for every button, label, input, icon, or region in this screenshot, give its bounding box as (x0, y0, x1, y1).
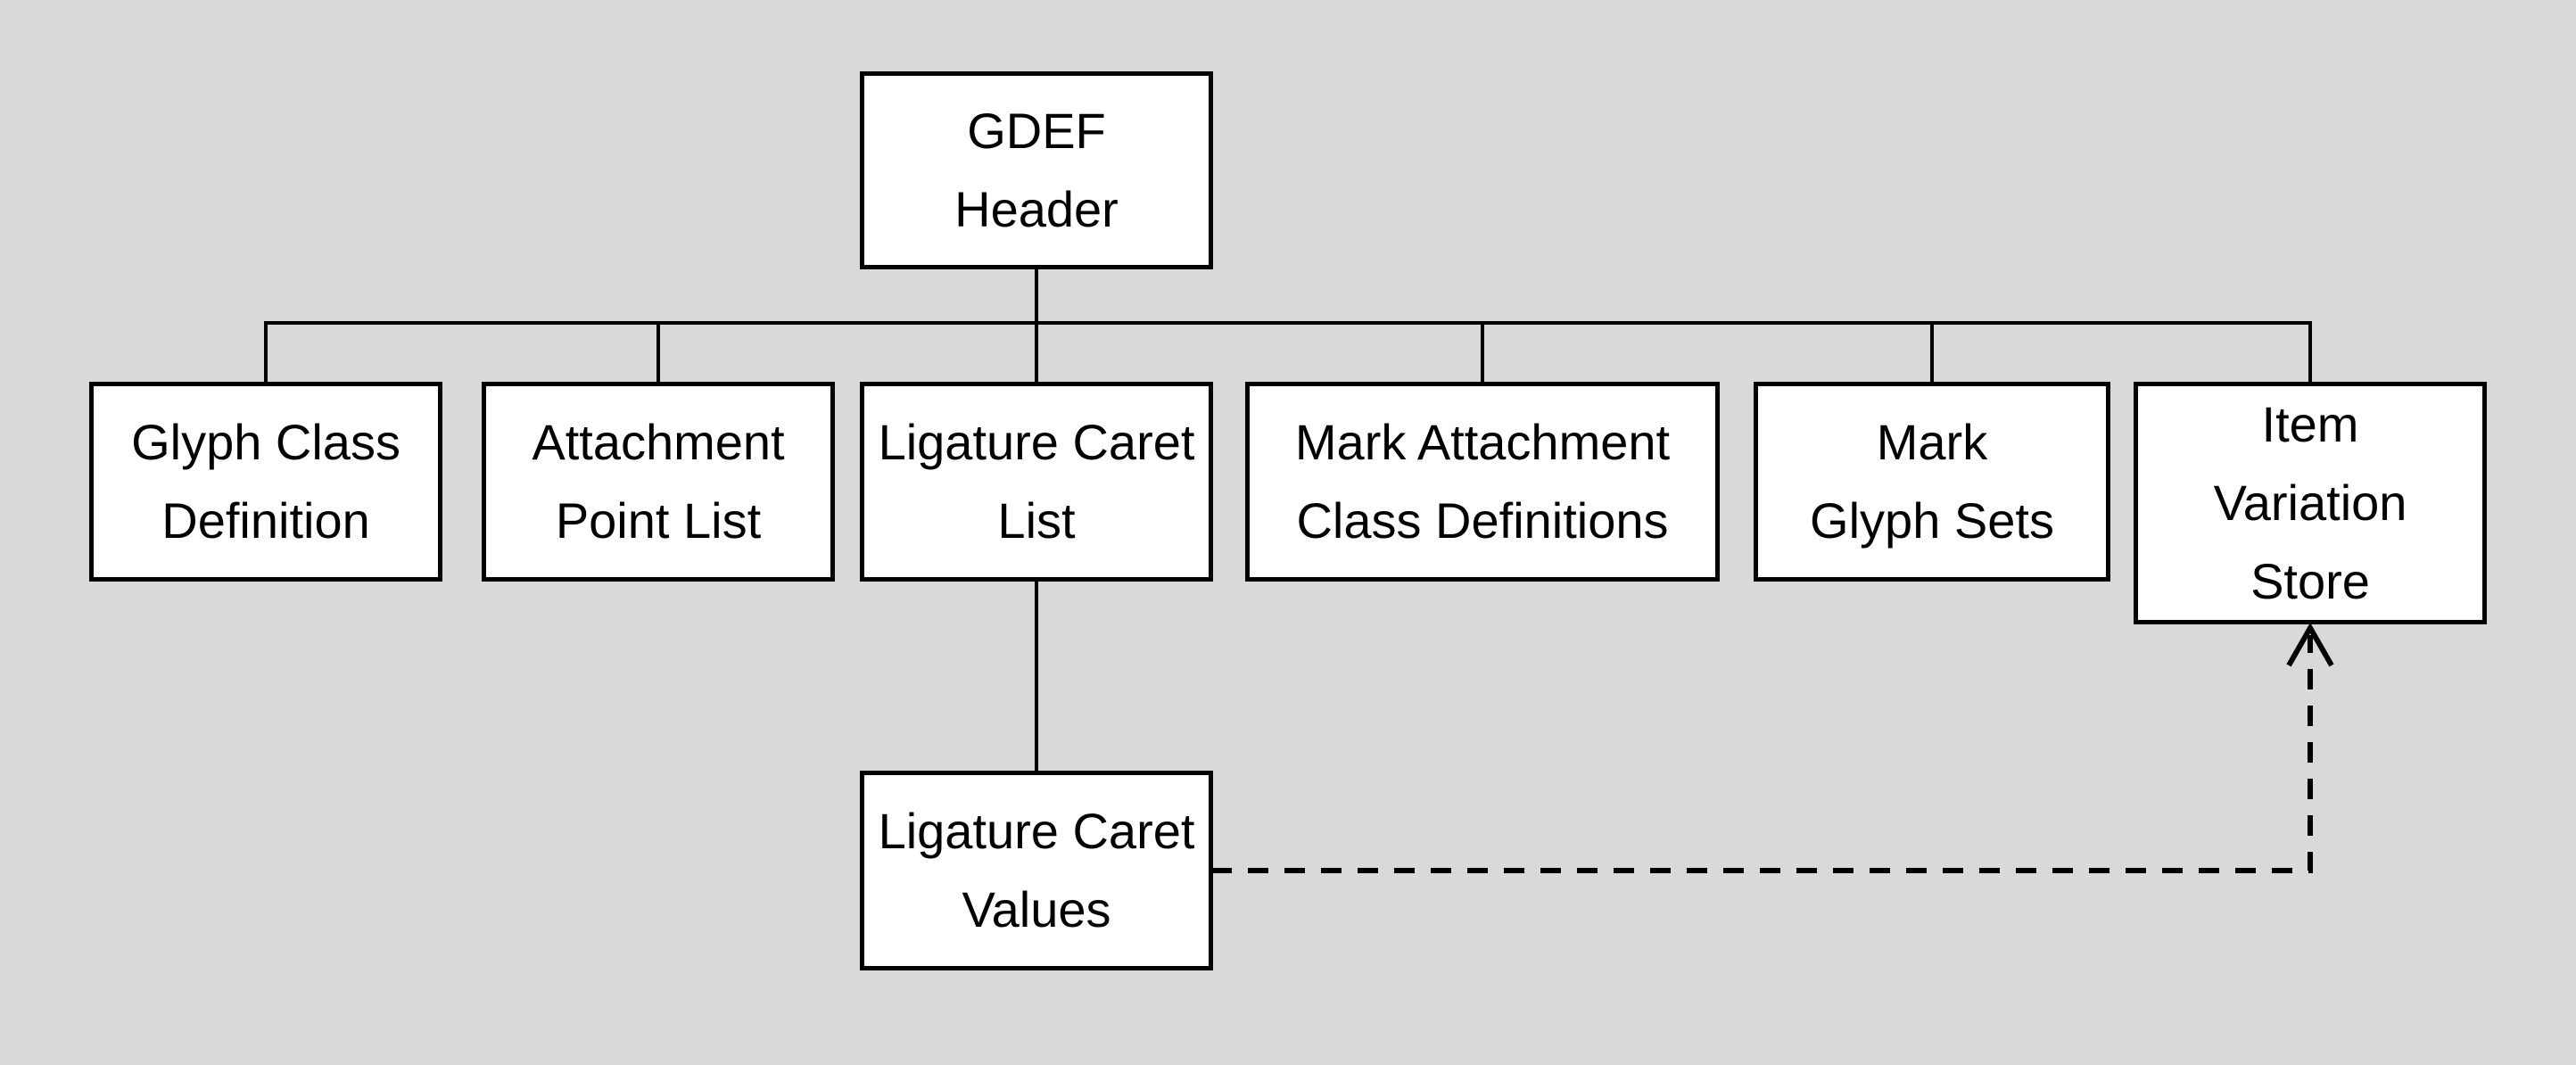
connector-dashed-values-to-item-variation (1211, 635, 2313, 873)
node-mark-glyph-sets: Mark Glyph Sets (1754, 382, 2110, 582)
node-mark-attachment-class-definitions-label: Mark Attachment Class Definitions (1294, 414, 1671, 549)
arrow-up-icon (2286, 622, 2334, 667)
node-mark-glyph-sets-label: Mark Glyph Sets (1810, 414, 2054, 549)
node-mark-attachment-class-definitions: Mark Attachment Class Definitions (1245, 382, 1720, 582)
node-item-variation-store-label: Item Variation Store (2213, 396, 2407, 609)
node-ligature-caret-list-label: Ligature Caret List (878, 414, 1195, 549)
node-item-variation-store: Item Variation Store (2134, 382, 2487, 624)
node-ligature-caret-values: Ligature Caret Values (860, 771, 1213, 970)
node-attachment-point-list-label: Attachment Point List (532, 414, 785, 549)
node-gdef-header: GDEF Header (860, 71, 1213, 269)
node-glyph-class-definition: Glyph Class Definition (89, 382, 442, 582)
node-attachment-point-list: Attachment Point List (482, 382, 835, 582)
node-ligature-caret-values-label: Ligature Caret Values (878, 803, 1195, 937)
node-gdef-header-label: GDEF Header (954, 103, 1119, 237)
node-ligature-caret-list: Ligature Caret List (860, 382, 1213, 582)
node-glyph-class-definition-label: Glyph Class Definition (131, 414, 400, 549)
